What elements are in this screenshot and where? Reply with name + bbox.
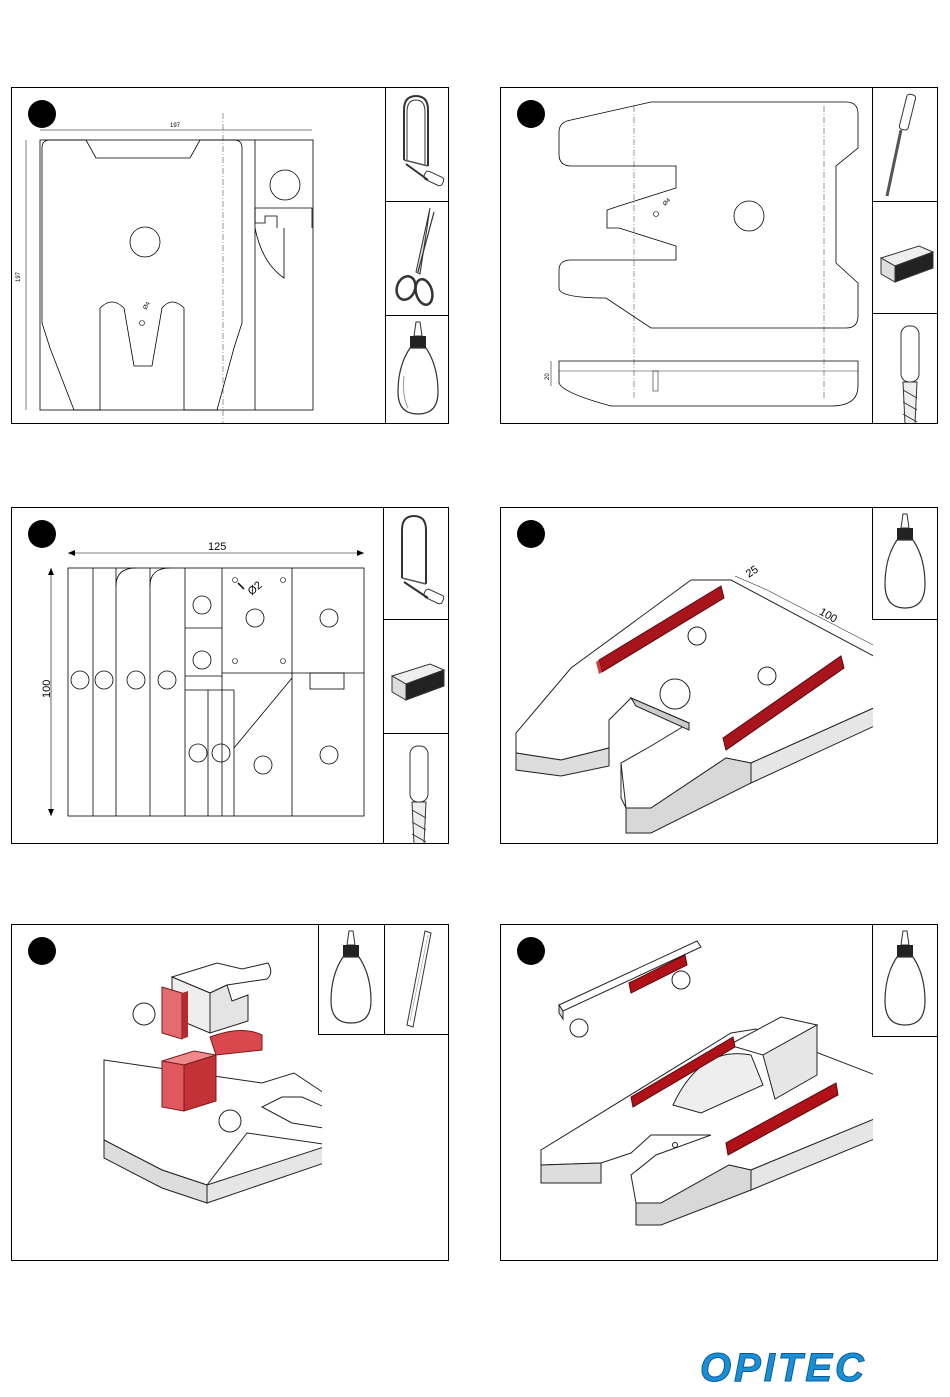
- opitec-logo: OPITEC: [700, 1348, 910, 1388]
- dim-width-3: 125: [208, 541, 226, 553]
- dim-height-3: 100: [41, 680, 53, 698]
- file-icon: [873, 88, 938, 202]
- step-3-drawing: 125 100: [12, 508, 384, 843]
- dim-hole-2: Ø4: [662, 197, 672, 207]
- fretsaw-icon: [384, 508, 449, 620]
- dim-hole: Ø4: [143, 300, 153, 311]
- step-6-drawing: [501, 925, 873, 1260]
- dim-height: 197: [16, 271, 22, 282]
- step-5-drawing: [12, 925, 322, 1260]
- drill-bit-icon: [873, 314, 938, 424]
- sandpaper-block-icon: [873, 202, 938, 314]
- drill-bit-icon: [384, 734, 449, 844]
- fretsaw-icon: [386, 88, 449, 202]
- dim-b: 100: [817, 606, 839, 626]
- step-2-panel: Ø4 20: [500, 87, 938, 424]
- step-1-panel: 197 197 Ø4: [11, 87, 449, 424]
- sandpaper-block-icon: [384, 620, 449, 734]
- step-4-panel: 25 100 25: [500, 507, 938, 844]
- dim-width: 197: [170, 123, 181, 129]
- step-1-drawing: 197 197 Ø4: [12, 88, 384, 423]
- glue-bottle-icon: [386, 316, 449, 424]
- glue-bottle-icon: [319, 925, 385, 1035]
- dim-hole-3: Ø2: [246, 579, 265, 598]
- glue-bottle-icon: [873, 508, 938, 620]
- step-6-panel: [500, 924, 938, 1261]
- scissors-icon: [386, 202, 449, 316]
- dim-thickness: 20: [545, 373, 551, 380]
- ruler-icon: [385, 925, 449, 1035]
- step-2-drawing: Ø4 20: [501, 88, 873, 423]
- dim-a: 25: [744, 564, 761, 581]
- step-3-panel: 125 100: [11, 507, 449, 844]
- step-5-panel: [11, 924, 449, 1261]
- step-4-drawing: 25 100 25: [501, 508, 873, 843]
- logo-text: OPITEC: [700, 1346, 867, 1390]
- glue-bottle-icon: [873, 925, 938, 1037]
